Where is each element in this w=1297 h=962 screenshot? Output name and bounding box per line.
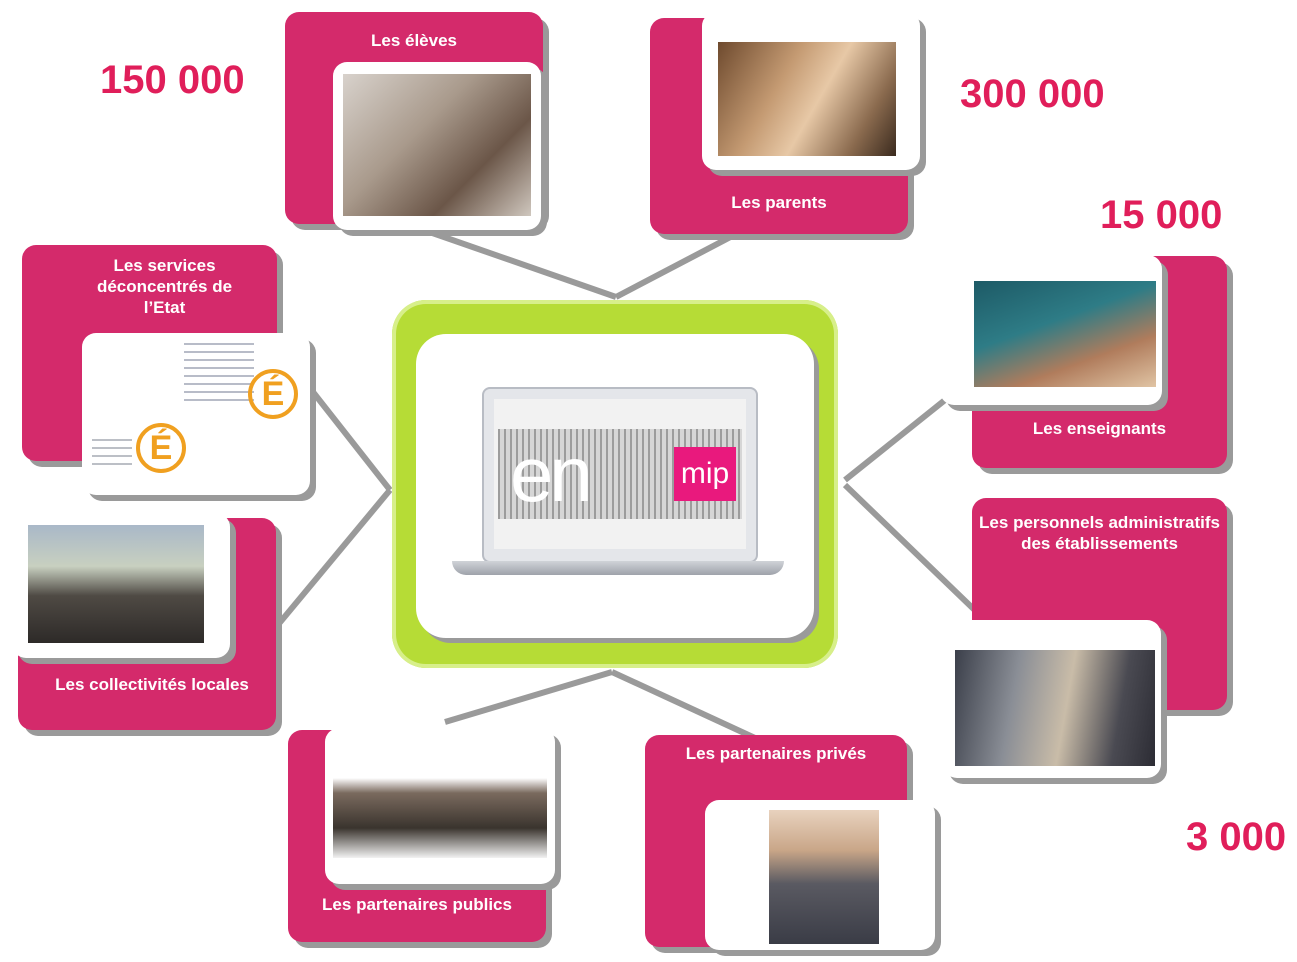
eleves-photo (333, 62, 541, 230)
link-enseignants (843, 397, 947, 483)
hub-inner-panel: en mip (416, 334, 814, 638)
group-services-label: Les services déconcentrés de l’Etat (96, 256, 233, 317)
laptop-icon: en mip (482, 387, 758, 563)
link-collectivites (269, 488, 393, 634)
academy-logo-icon: É (248, 369, 298, 419)
link-parents (614, 229, 742, 300)
personnels-photo (943, 620, 1161, 778)
services-text-block (184, 343, 254, 405)
academy-logo-icon: É (136, 423, 186, 473)
logo-text: en (510, 430, 593, 518)
link-services (310, 390, 393, 492)
collectivites-photo (12, 513, 230, 658)
link-personnels (842, 482, 988, 623)
stat-enseignants: 15 000 (1100, 193, 1223, 237)
group-collectivites-label: Les collectivités locales (55, 675, 249, 694)
services-logo-card: É É (82, 333, 310, 495)
link-prives (610, 669, 757, 741)
group-prives-label: Les partenaires privés (685, 744, 867, 763)
stat-parents: 300 000 (960, 72, 1105, 116)
group-eleves-label: Les élèves (370, 31, 457, 50)
prives-photo (705, 800, 935, 950)
logo-badge: mip (674, 447, 736, 501)
group-parents-label: Les parents (731, 193, 827, 212)
group-publics-label: Les partenaires publics (322, 895, 512, 914)
group-personnels-label: Les personnels administratifs des établi… (979, 513, 1220, 553)
group-enseignants-label: Les enseignants (1032, 419, 1167, 438)
parents-photo (702, 12, 920, 170)
stat-eleves: 150 000 (100, 58, 245, 102)
publics-photo (325, 728, 555, 884)
stat-personnels: 3 000 (1186, 815, 1287, 859)
central-hub: en mip (392, 300, 838, 668)
link-publics (444, 669, 613, 725)
link-eleves (417, 225, 617, 300)
enseignants-photo (940, 255, 1162, 405)
laptop-base (452, 561, 784, 575)
services-text-block-2 (92, 439, 132, 465)
laptop-screen: en mip (494, 399, 746, 549)
